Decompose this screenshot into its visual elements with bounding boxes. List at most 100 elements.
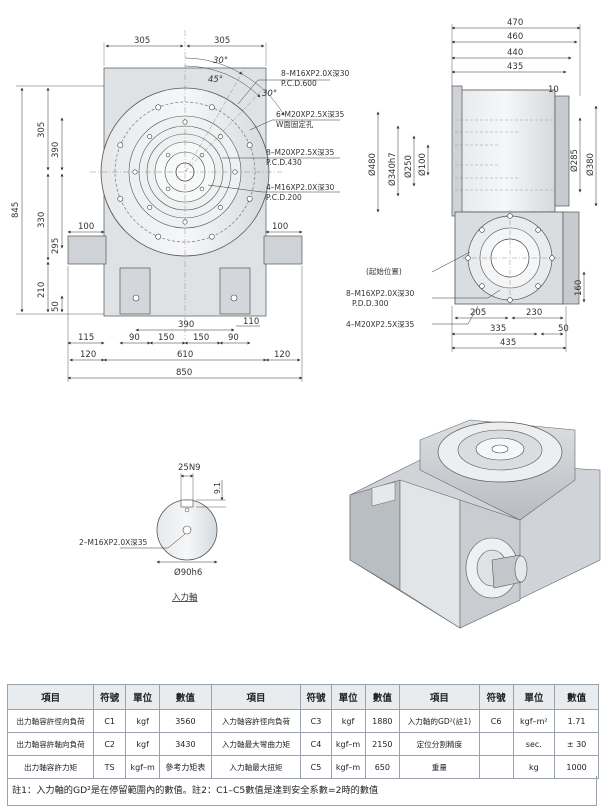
cell: 3560 [159, 709, 212, 733]
shaft-caption: 入力軸 [172, 592, 198, 603]
drawing-canvas: 30° 45° 30° 305 305 8–M16XP2.0X深30 P.C.D… [11, 18, 601, 629]
left-dim-295: 295 [51, 238, 61, 254]
cell: ± 30 [554, 732, 599, 756]
side-bottom-205: 205 [470, 308, 486, 318]
side-dia-100: Ø100 [417, 153, 428, 176]
front-view: 30° 45° 30° 305 305 8–M16XP2.0X深30 P.C.D… [11, 30, 350, 382]
isometric-view [349, 419, 601, 629]
left-dim-50: 50 [51, 301, 61, 312]
left-dim-845: 845 [11, 202, 21, 218]
bottom-dim-120a: 120 [80, 350, 96, 360]
th-symbol-2: 符號 [300, 684, 332, 710]
callout-1-a: 8–M16XP2.0X深30 [281, 69, 350, 78]
cell [478, 732, 514, 756]
cell: kgf–m² [512, 709, 556, 733]
right-foot [219, 267, 251, 315]
left-dim-330: 330 [37, 212, 47, 228]
cell: kgf–m [330, 755, 366, 779]
cell: 出力軸容許徑向負荷 [6, 709, 95, 733]
table-row: 出力軸容許徑向負荷 C1 kgf 3560 入力軸容許徑向負荷 C3 kgf 1… [6, 709, 599, 733]
side-top-dim-435: 435 [507, 62, 523, 72]
cell: kgf [330, 709, 366, 733]
shaft-detail: 25N9 9.1 2–M16XP2.0X深35 Ø90h6 入力軸 [79, 463, 226, 603]
left-dim-210: 210 [37, 282, 47, 298]
angle-label-3: 30° [262, 89, 277, 99]
cell: kg [512, 755, 556, 779]
cell: 入力軸最大彎曲力矩 [210, 732, 302, 756]
bolt-hole [147, 204, 153, 210]
bottom-dim-90b: 90 [228, 333, 239, 343]
side-bottom-230: 230 [526, 308, 542, 318]
bolt-hole [117, 142, 124, 149]
side-top-dim-440: 440 [507, 48, 523, 58]
cell: C1 [93, 709, 127, 733]
cell: TS [93, 755, 127, 779]
key-width-label: 25N9 [178, 463, 201, 473]
front-top-dim-right: 305 [214, 36, 230, 46]
cell: 1000 [554, 755, 599, 779]
table-row: 出力軸容許力矩 TS kgf–m 參考力矩表 入力軸最大扭矩 C5 kgf–m … [6, 755, 599, 779]
bolt-hole [199, 152, 205, 158]
cell: C4 [300, 732, 332, 756]
bolt-hole [217, 204, 223, 210]
cell: C6 [478, 709, 514, 733]
keyway [180, 499, 194, 508]
bolt-hole [155, 104, 162, 111]
bolt-hole [208, 104, 215, 111]
left-foot [119, 267, 151, 315]
bottom-dim-390: 390 [178, 320, 194, 330]
side-dia-380: Ø380 [585, 153, 596, 176]
th-unit-2: 單位 [330, 684, 366, 710]
callout-4-b: P.C.D.200 [266, 193, 302, 202]
side-upper-body [454, 89, 556, 213]
cell: 2150 [364, 732, 401, 756]
cell: 入力軸最大扭矩 [210, 755, 302, 779]
cell: kgf–m [330, 732, 366, 756]
th-value-3: 數值 [554, 684, 599, 710]
side-dia-250: Ø250 [403, 155, 414, 178]
side-top-dim-10: 10 [548, 85, 559, 95]
bottom-dim-150b: 150 [193, 333, 209, 343]
spec-table: 項目 符號 單位 數值 項目 符號 單位 數值 項目 符號 單位 數值 出力軸容… [6, 684, 599, 779]
th-symbol-3: 符號 [478, 684, 514, 710]
angle-label-1: 30° [213, 56, 228, 66]
side-bottom-50: 50 [558, 324, 569, 334]
angle-label-2: 45° [208, 75, 223, 85]
th-unit-1: 單位 [125, 684, 161, 710]
th-unit-3: 單位 [512, 684, 556, 710]
bottom-dim-115: 115 [78, 333, 94, 343]
callout-2-b: W面固定孔 [276, 119, 314, 129]
shaft-dim-left: 100 [78, 222, 94, 232]
cell: 定位分割精度 [399, 732, 480, 756]
cell [478, 755, 514, 779]
side-height-160: 160 [574, 280, 584, 296]
cell: 650 [364, 755, 401, 779]
side-callout-1a: 8–M16XP2.0X深30 [346, 289, 415, 298]
cell: 參考力矩表 [159, 755, 212, 779]
spec-header-row: 項目 符號 單位 數值 項目 符號 單位 數值 項目 符號 單位 數值 [6, 684, 599, 710]
left-shaft-stub [67, 235, 107, 265]
bolt-hole [217, 134, 223, 140]
cell: 出力軸容許軸向負荷 [6, 732, 95, 756]
th-item-3: 項目 [399, 684, 480, 710]
bolt-hole [155, 233, 162, 240]
bolt-hole [132, 169, 138, 175]
cell: 入力軸容許徑向負荷 [210, 709, 302, 733]
side-bottom-435: 435 [500, 338, 516, 348]
callout-3-b: P.C.D.430 [266, 158, 302, 167]
cell: kgf [125, 732, 161, 756]
side-top-dim-470: 470 [507, 18, 523, 28]
key-depth-label: 9.1 [213, 482, 222, 494]
side-dia-340: Ø340h7 [387, 152, 398, 186]
bolt-hole [199, 186, 205, 192]
side-view: 470 460 440 435 10 Ø480 Ø340h7 Ø250 Ø100… [346, 18, 598, 352]
cell: 重量 [399, 755, 480, 779]
th-item-1: 項目 [6, 684, 95, 710]
bolt-hole [147, 134, 153, 140]
left-dim-305: 305 [37, 122, 47, 138]
side-bottom-335: 335 [490, 324, 506, 334]
start-position-label: (起始位置) [366, 266, 402, 276]
cell: C2 [93, 732, 127, 756]
front-callouts [207, 79, 340, 193]
callout-3-a: 8–M20XP2.5X深35 [266, 148, 335, 157]
